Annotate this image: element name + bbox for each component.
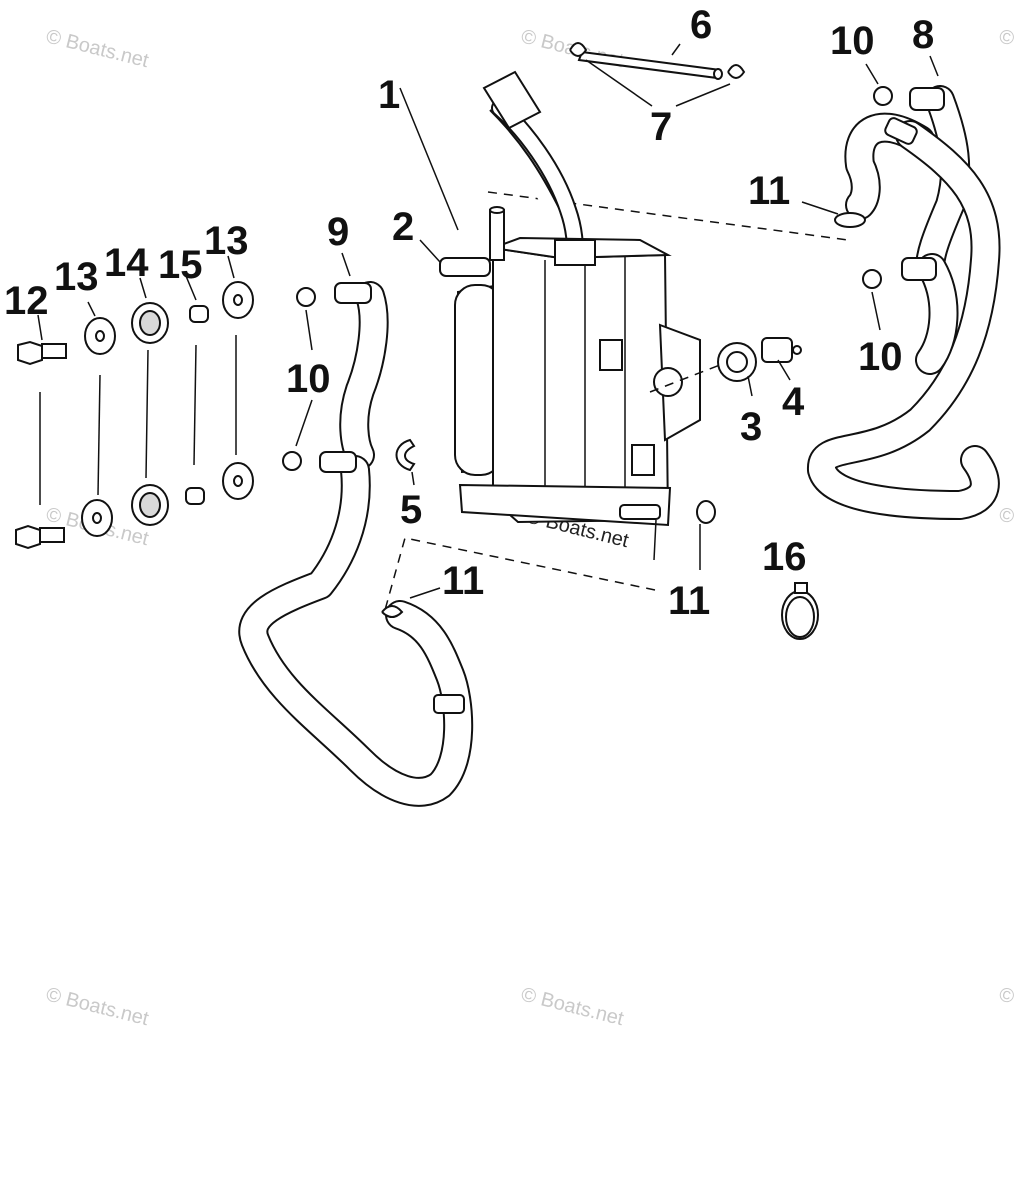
o-rings-10-right — [862, 63, 893, 331]
callout-8: 8 — [912, 13, 934, 57]
watermark-top-right: © Boats.net — [997, 26, 1016, 73]
callout-12: 12 — [4, 279, 49, 323]
callout-5: 5 — [400, 488, 422, 532]
dashed-guide-lower — [384, 537, 656, 611]
dashed-guide-upper — [487, 191, 849, 241]
fuel-module — [399, 70, 701, 527]
bolt-12-upper — [17, 340, 67, 366]
callout-7: 7 — [650, 105, 672, 149]
clamp-16 — [781, 582, 819, 640]
callout-10-left: 10 — [286, 357, 331, 401]
callout-11-lower-right: 11 — [668, 579, 710, 623]
callout-11-upper-right: 11 — [748, 169, 790, 213]
mounting-hardware — [15, 255, 254, 550]
hose-6 — [569, 42, 746, 107]
callout-3: 3 — [740, 405, 762, 449]
washers-13-left — [81, 301, 116, 537]
regulator-2 — [419, 239, 491, 277]
spacers-15 — [185, 275, 209, 505]
watermark-top-left: © Boats.net — [44, 26, 151, 73]
callout-13-right: 13 — [204, 219, 249, 263]
hose-9 — [238, 252, 474, 807]
watermark-bottom-left: © Boats.net — [44, 984, 151, 1031]
callout-16: 16 — [762, 535, 807, 579]
callout-10-top-right: 10 — [830, 19, 875, 63]
watermark-bottom-center: © Boats.net — [519, 984, 626, 1031]
o-rings-10-left — [282, 287, 316, 471]
callout-2: 2 — [392, 205, 414, 249]
washers-13-right — [222, 255, 254, 500]
fitting-4 — [761, 337, 802, 381]
clamp-11-upper-right — [801, 201, 866, 228]
callout-13-left: 13 — [54, 255, 99, 299]
clamp-11-lower-right — [619, 500, 716, 570]
callout-9: 9 — [327, 210, 349, 254]
callout-4: 4 — [782, 380, 805, 424]
watermark-bottom-right: © Boats.net — [997, 984, 1016, 1031]
grommet-3 — [649, 342, 757, 397]
callout-6: 6 — [690, 3, 712, 47]
callout-10-right: 10 — [858, 335, 903, 379]
callout-14: 14 — [104, 241, 149, 285]
grommets-14 — [131, 277, 169, 526]
watermark-mid-right: © Boats.net — [997, 504, 1016, 551]
clip-5 — [395, 438, 416, 486]
callouts: 1 2 3 4 5 6 7 8 9 10 10 10 11 11 11 12 1… — [4, 3, 934, 623]
hose-8 — [807, 55, 1001, 520]
bolt-12-lower — [15, 524, 65, 550]
callout-11-lower-left: 11 — [442, 559, 484, 603]
callout-15: 15 — [158, 243, 203, 287]
callout-1: 1 — [378, 73, 400, 117]
